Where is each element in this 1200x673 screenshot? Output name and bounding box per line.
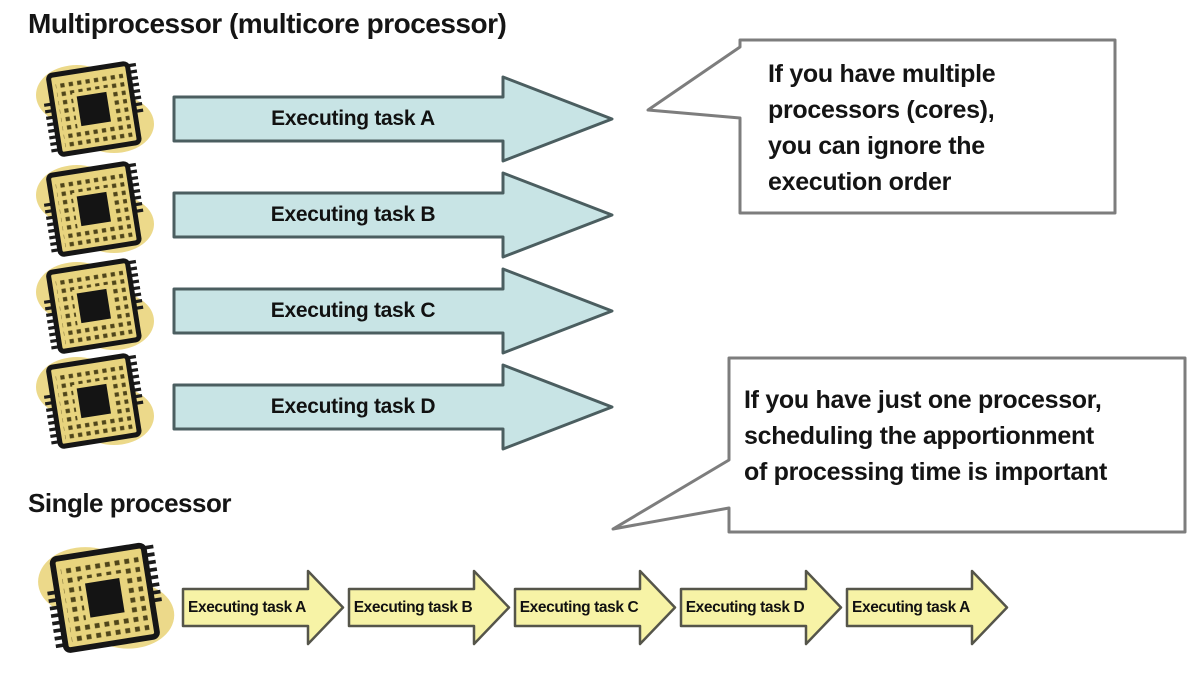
timeline-arrow-4: Executing task D	[679, 569, 843, 646]
cpu-icon	[28, 352, 160, 452]
callout-line: If you have multiple	[768, 60, 996, 88]
cpu-icon	[28, 257, 160, 357]
single-processor-heading: Single processor	[28, 488, 231, 518]
timeline-arrow-1: Executing task A	[181, 569, 345, 646]
right-arrow-icon	[347, 569, 511, 646]
task-arrow-label: Executing task D	[270, 395, 436, 418]
timeline-arrow-3: Executing task C	[513, 569, 677, 646]
speech-bubble-multi	[646, 38, 1117, 215]
task-arrow-label: Executing task C	[270, 299, 436, 322]
task-arrow-d: Executing task D	[172, 362, 615, 452]
task-arrow-c: Executing task C	[172, 266, 615, 356]
timeline-arrow-2: Executing task B	[347, 569, 511, 646]
callout-line: execution order	[768, 168, 952, 196]
task-arrow-label: Executing task B	[270, 203, 436, 226]
task-arrow-b: Executing task B	[172, 170, 615, 260]
timeline-arrow-label: Executing task B	[353, 598, 473, 616]
timeline-arrow-5: Executing task A	[845, 569, 1009, 646]
timeline-arrow-label: Executing task A	[852, 598, 970, 616]
timeline-arrow-label: Executing task C	[519, 598, 639, 616]
callout-line: of processing time is important	[744, 458, 1107, 486]
timeline-arrow-label: Executing task A	[188, 598, 306, 616]
callout-multi-text: If you have multiple processors (cores),…	[768, 56, 996, 200]
right-arrow-icon	[679, 569, 843, 646]
right-arrow-icon	[181, 569, 345, 646]
task-arrow-a: Executing task A	[172, 74, 615, 164]
callout-line: processors (cores),	[768, 96, 995, 124]
task-arrow-label: Executing task A	[271, 107, 435, 130]
right-arrow-icon	[172, 75, 614, 163]
right-arrow-icon	[172, 267, 614, 355]
callout-line: you can ignore the	[768, 132, 985, 160]
cpu-icon	[30, 540, 180, 658]
callout-line: scheduling the apportionment	[744, 422, 1094, 450]
callout-line: If you have just one processor,	[744, 386, 1102, 414]
cpu-icon	[28, 160, 160, 260]
cpu-icon	[28, 60, 160, 160]
timeline-arrow-label: Executing task D	[685, 598, 805, 616]
right-arrow-icon	[172, 363, 614, 451]
callout-single-text: If you have just one processor, scheduli…	[744, 382, 1107, 490]
right-arrow-icon	[513, 569, 677, 646]
speech-bubble-single	[611, 356, 1187, 534]
right-arrow-icon	[172, 171, 614, 259]
right-arrow-icon	[845, 569, 1009, 646]
multiprocessor-heading: Multiprocessor (multicore processor)	[28, 8, 507, 39]
